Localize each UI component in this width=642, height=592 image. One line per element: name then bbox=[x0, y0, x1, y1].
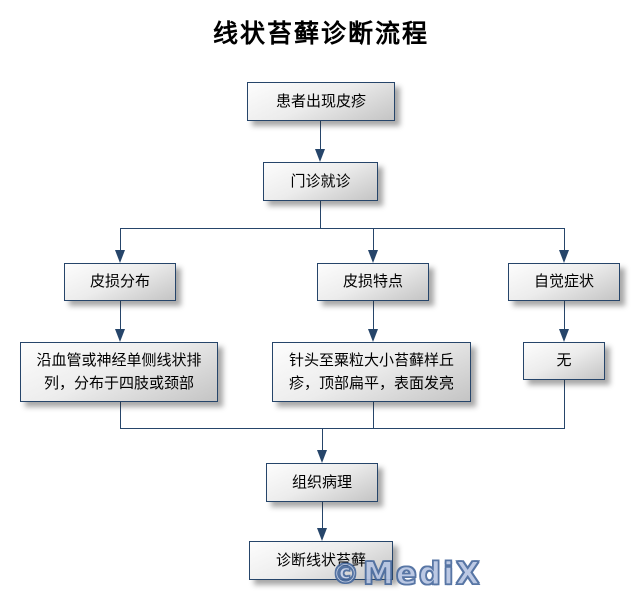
node-patient-rash: 患者出现皮疹 bbox=[247, 82, 395, 121]
connector-distribution-to-detail bbox=[120, 301, 121, 330]
node-distribution-detail: 沿血管或神经单侧线状排 列，分布于四肢或颈部 bbox=[20, 342, 218, 402]
connector-detail-mid-down bbox=[373, 402, 374, 428]
node-outpatient-visit: 门诊就诊 bbox=[263, 162, 378, 201]
connector-to-histopathology bbox=[322, 428, 323, 451]
arrowhead-icon bbox=[115, 329, 125, 342]
connector-characteristics-to-detail bbox=[373, 301, 374, 330]
arrowhead-icon bbox=[317, 450, 327, 463]
node-characteristics-detail: 针头至粟粒大小苔藓样丘 疹，顶部扁平，表面发亮 bbox=[272, 342, 471, 402]
arrowhead-icon bbox=[559, 329, 569, 342]
connector-to-distribution bbox=[120, 228, 121, 251]
connector-none-down bbox=[564, 380, 565, 428]
connector-rash-to-visit bbox=[320, 121, 321, 150]
connector-branch-bar-top bbox=[120, 228, 565, 229]
connector-to-diagnosis bbox=[322, 502, 323, 529]
connector-symptoms-to-none bbox=[564, 301, 565, 330]
node-lesion-distribution: 皮损分布 bbox=[64, 263, 176, 301]
watermark: © MediX bbox=[331, 555, 482, 592]
connector-to-symptoms bbox=[564, 228, 565, 251]
node-histopathology: 组织病理 bbox=[266, 463, 378, 502]
node-diagnosis: 诊断线状苔藓 bbox=[249, 541, 393, 580]
connector-detail-left-down bbox=[120, 402, 121, 428]
arrowhead-icon bbox=[115, 250, 125, 263]
connector-to-characteristics bbox=[373, 228, 374, 251]
watermark-brand: MediX bbox=[362, 555, 482, 592]
connector-visit-trunk bbox=[320, 201, 321, 228]
diagram-title: 线状苔藓诊断流程 bbox=[212, 19, 429, 48]
arrowhead-icon bbox=[315, 149, 325, 162]
arrowhead-icon bbox=[317, 528, 327, 541]
node-lesion-characteristics: 皮损特点 bbox=[317, 263, 429, 301]
arrowhead-icon bbox=[368, 329, 378, 342]
arrowhead-icon bbox=[559, 250, 569, 263]
node-symptoms-none: 无 bbox=[523, 342, 605, 380]
node-subjective-symptoms: 自觉症状 bbox=[508, 263, 620, 301]
connector-branch-bar-bottom bbox=[120, 428, 565, 429]
copyright-icon: © bbox=[331, 558, 359, 590]
arrowhead-icon bbox=[368, 250, 378, 263]
